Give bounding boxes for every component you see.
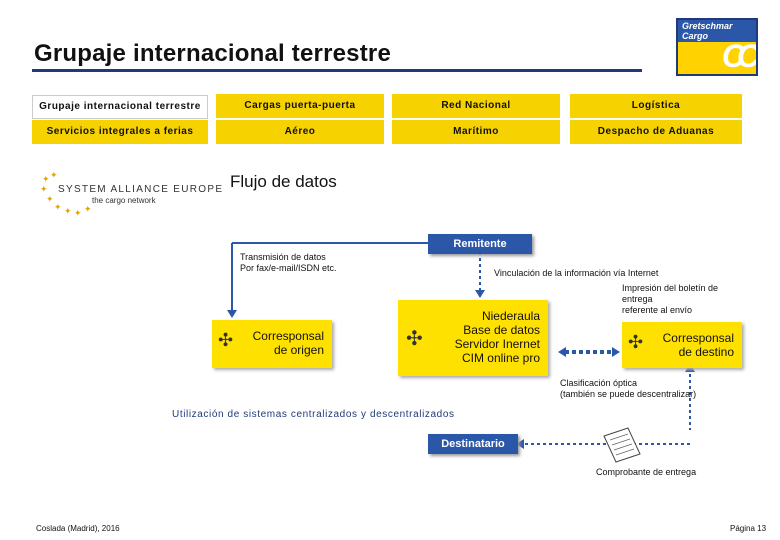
origen-line2: de origen — [273, 343, 324, 357]
tab-despacho-aduanas[interactable]: Despacho de Aduanas — [570, 120, 742, 144]
document-icon — [603, 427, 641, 463]
transmision-line2: Por fax/e-mail/ISDN etc. — [240, 263, 337, 273]
alliance-name: SYSTEM ALLIANCE EUROPE — [58, 184, 224, 195]
page-title: Grupaje internacional terrestre — [34, 40, 391, 67]
destinatario-label: Destinatario — [428, 434, 518, 454]
system-alliance-logo: ✦ ✦ ✦ ✦ ✦ ✦ ✦ ✦ SYSTEM ALLIANCE EUROPE t… — [40, 170, 224, 218]
hub-line3: Servidor Inernet — [454, 337, 540, 351]
destino-box: ✣ Corresponsal de destino — [622, 322, 742, 368]
footer-page-number: Página 13 — [730, 524, 767, 533]
logo-line1: Gretschmar — [682, 21, 733, 31]
destino-line2: de destino — [678, 345, 734, 359]
impresion-line2: entrega — [622, 294, 653, 304]
hub-line2: Base de datos — [463, 323, 540, 337]
transmision-line1: Transmisión de datos — [240, 252, 326, 262]
hub-line1: Niederaula — [481, 309, 540, 323]
clasificacion-line2: (también se puede descentralizar) — [560, 389, 697, 399]
remitente-label: Remitente — [428, 234, 532, 254]
tab-cargas-puerta-puerta[interactable]: Cargas puerta-puerta — [216, 94, 384, 118]
logo-line2: Cargo — [682, 31, 709, 41]
network-icon: ✣ — [218, 330, 234, 350]
title-underline — [32, 69, 642, 72]
logo-mark: CC — [721, 38, 756, 74]
footer-location-date: Coslada (Madrid), 2016 — [36, 524, 120, 533]
origen-box: ✣ Corresponsal de origen — [212, 320, 332, 368]
tab-grupaje-internacional[interactable]: Grupaje internacional terrestre — [32, 95, 208, 119]
vinculacion-note: Vinculación de la información vía Intern… — [494, 268, 659, 278]
clasificacion-line1: Clasificación óptica — [560, 378, 638, 388]
network-icon: ✣ — [406, 328, 423, 350]
tab-maritimo[interactable]: Marítimo — [392, 120, 560, 144]
hub-line4: CIM online pro — [461, 351, 540, 365]
network-icon: ✣ — [628, 332, 644, 352]
tab-servicios-ferias[interactable]: Servicios integrales a ferias — [32, 120, 208, 144]
gretschmar-cargo-logo: Gretschmar Cargo CC — [676, 18, 758, 76]
alliance-tagline: the cargo network — [92, 196, 156, 205]
hub-box: ✣ Niederaula Base de datos Servidor Iner… — [398, 300, 548, 376]
tab-red-nacional[interactable]: Red Nacional — [392, 94, 560, 118]
origen-line1: Corresponsal — [252, 329, 324, 343]
comprobante-note: Comprobante de entrega — [596, 467, 697, 477]
tab-logistica[interactable]: Logística — [570, 94, 742, 118]
impresion-line1: Impresión del boletín de — [622, 283, 719, 293]
section-title: Flujo de datos — [230, 172, 337, 191]
tab-aereo[interactable]: Aéreo — [216, 120, 384, 144]
utilizacion-note: Utilización de sistemas centralizados y … — [172, 409, 455, 420]
destino-line1: Corresponsal — [662, 331, 734, 345]
impresion-line3: referente al envío — [622, 305, 693, 315]
